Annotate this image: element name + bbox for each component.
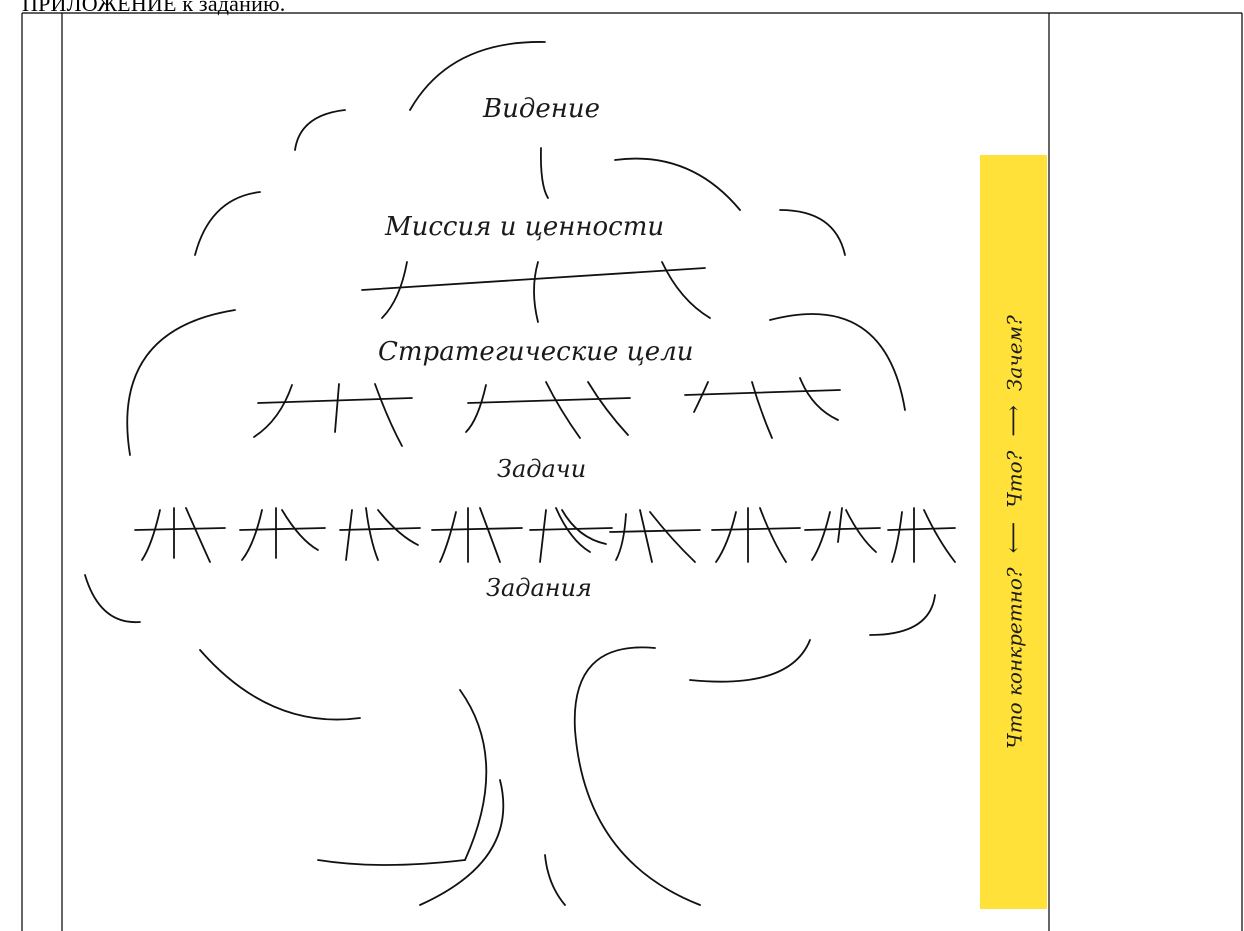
arrow-right-icon: ⟶: [1001, 405, 1026, 437]
label-tasks: Задания: [486, 574, 592, 602]
mission-branches: [361, 261, 711, 323]
label-vision: Видение: [482, 94, 600, 124]
label-what: Что?: [1001, 450, 1026, 508]
vision-connector: [539, 147, 549, 199]
label-mission-values: Миссия и ценности: [384, 212, 664, 242]
arrow-left-icon: ⟵: [1001, 521, 1026, 554]
strategic-goal-branches: [253, 377, 841, 447]
label-strategic-goals: Стратегические цели: [378, 337, 694, 367]
tree-trunk: [317, 646, 701, 906]
label-objectives: Задачи: [497, 455, 586, 483]
label-what-concretely: Что конкретно?: [1001, 567, 1026, 749]
document-heading: ПРИЛОЖЕНИЕ к заданию.: [22, 0, 286, 16]
objective-branches: [134, 507, 956, 563]
question-sidebar: Что конкретно? ⟵ Что? ⟶ Зачем?: [980, 155, 1047, 909]
label-why: Зачем?: [1001, 315, 1026, 392]
question-flow: Что конкретно? ⟵ Что? ⟶ Зачем?: [1001, 315, 1026, 749]
tree-crown-outline: [84, 41, 936, 721]
